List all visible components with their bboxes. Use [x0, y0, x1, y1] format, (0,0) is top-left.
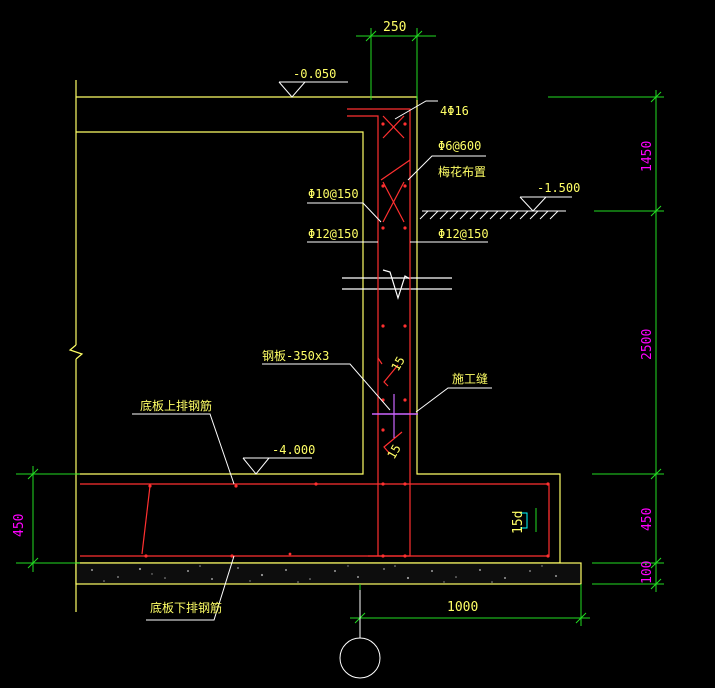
label-lap-lower: 15 — [384, 442, 403, 462]
leader-top-bars — [394, 100, 438, 120]
label-top-bars: 4Φ16 — [440, 104, 469, 118]
structure-outline — [68, 80, 561, 612]
dim-right-top: 1450 — [640, 141, 655, 172]
rebar-dots — [144, 122, 550, 558]
dim-top-width: 250 — [383, 20, 406, 35]
label-left-horizontal: Φ12@150 — [308, 227, 359, 241]
inner-room-outline — [76, 131, 364, 475]
leader-slab-top — [132, 413, 235, 485]
dim-right-base: 450 — [640, 508, 655, 531]
label-tie-note: 梅花布置 — [438, 164, 486, 179]
dimension-lines — [16, 28, 664, 626]
wall-inner-bar — [347, 115, 379, 556]
plate-cleat — [520, 512, 528, 529]
lap-bar-upper — [383, 364, 399, 387]
label-construction-joint: 施工缝 — [452, 371, 488, 386]
dim-right-bottom: 100 — [640, 561, 655, 584]
blinding-layer — [75, 562, 582, 585]
leader-steel-plate — [262, 363, 391, 411]
label-right-horizontal: Φ12@150 — [438, 227, 489, 241]
label-steel-plate: 钢板-350x3 — [262, 349, 329, 363]
label-slab-top-bars: 底板上排钢筋 — [140, 398, 212, 413]
elevation-top-text: -0.050 — [293, 67, 336, 81]
cross-tie-2 — [382, 115, 405, 139]
leader-joint — [415, 387, 492, 413]
cross-tie-4 — [382, 181, 405, 223]
lap-hook-small — [377, 357, 383, 365]
slab-bottom-bar — [80, 510, 550, 557]
tie-bar-upper — [380, 159, 411, 181]
label-tie-bars: Φ6@600 — [438, 139, 481, 153]
dim-right-middle: 2500 — [640, 329, 655, 360]
lap-bar-lower — [383, 431, 403, 455]
wall-break-zigzag — [382, 269, 411, 301]
dim-left-base: 450 — [12, 514, 27, 537]
label-left-vertical: Φ10@150 — [308, 187, 359, 201]
label-slab-bottom-bars: 底板下排钢筋 — [150, 600, 222, 615]
elevation-ground — [519, 196, 572, 212]
elevation-slab-text: -4.000 — [272, 443, 315, 457]
leader-left-vertical — [307, 202, 382, 223]
dim-hook-length: 15d — [511, 511, 526, 534]
leader-slab-bottom — [146, 555, 235, 621]
label-lap-upper: 15 — [388, 354, 407, 374]
slab-top-bar — [80, 483, 550, 520]
elevation-ground-text: -1.500 — [537, 181, 580, 195]
break-mark — [68, 344, 84, 360]
axis-bubble — [339, 637, 381, 679]
dim-bottom-width: 1000 — [447, 600, 478, 615]
elevation-top — [278, 81, 348, 98]
reinforcement — [80, 108, 550, 557]
ground-hatch — [419, 210, 566, 220]
elevation-slab — [242, 457, 312, 475]
leaders — [132, 100, 492, 621]
slab-end-bar — [141, 485, 151, 555]
leader-tie-bars — [407, 155, 486, 181]
